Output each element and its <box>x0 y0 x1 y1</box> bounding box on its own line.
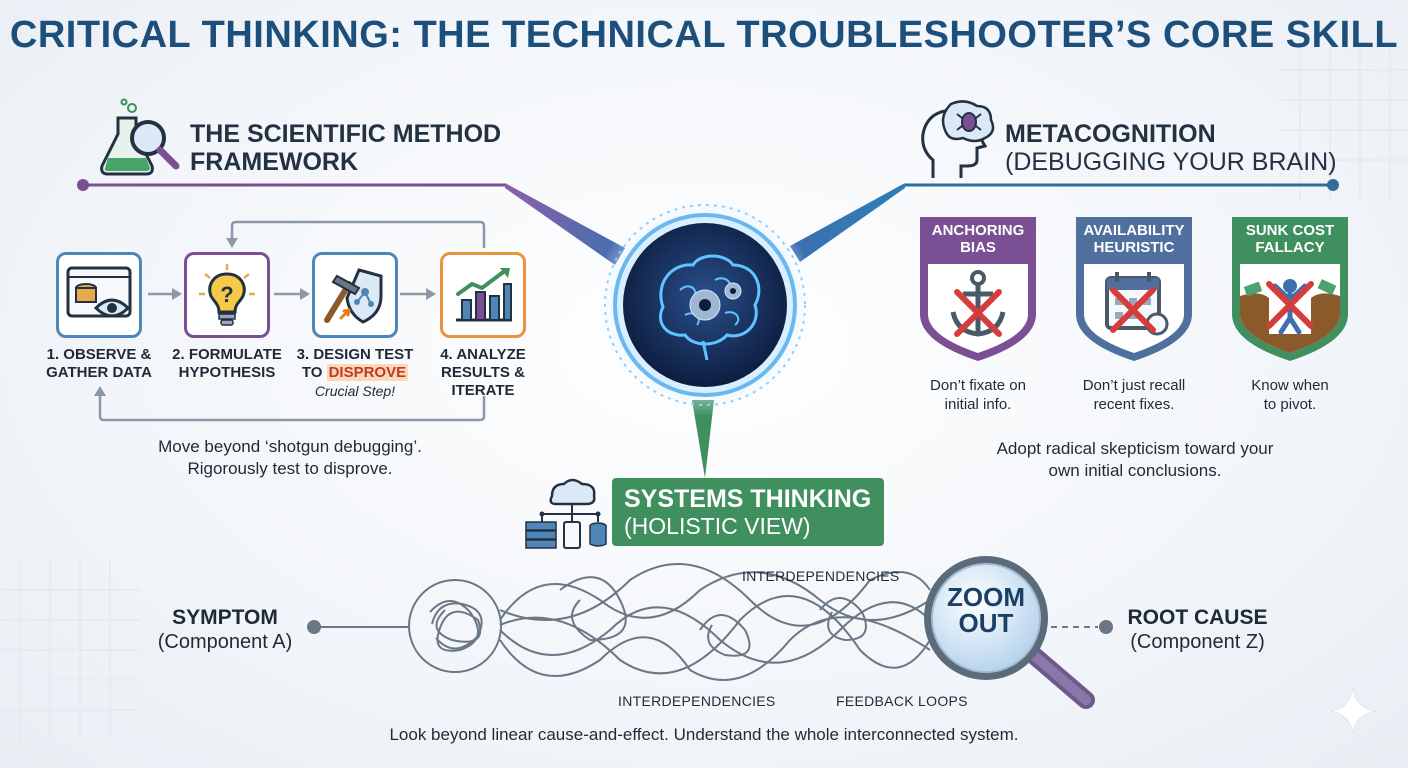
data-eye-icon <box>66 266 132 318</box>
root-cause-subtitle: (Component Z) <box>1130 631 1265 653</box>
page-title: CRITICAL THINKING: THE TECHNICAL TROUBLE… <box>9 14 1399 56</box>
systems-subtitle: (HOLISTIC VIEW) <box>624 513 811 539</box>
svg-text:?: ? <box>220 282 233 307</box>
cloud-network-icon <box>525 478 607 549</box>
disprove-highlight: DISPROVE <box>326 364 409 381</box>
scientific-title-line2: FRAMEWORK <box>190 148 359 176</box>
flask-magnifier-icon <box>100 98 180 176</box>
step-label-observe: 1. OBSERVE &GATHER DATA <box>46 346 152 381</box>
head-bug-icon <box>921 100 995 178</box>
metacognition-title: METACOGNITION <box>1005 120 1216 148</box>
step-card-design-test <box>312 252 398 338</box>
hammer-shield-icon <box>324 268 383 324</box>
crucial-step-note: Crucial Step! <box>314 383 396 399</box>
bar-chart-icon <box>456 268 512 322</box>
sparkle-icon <box>1329 687 1377 735</box>
label-interdependencies-top: INTERDEPENDENCIES <box>742 568 900 584</box>
symptom-subtitle: (Component A) <box>157 631 293 653</box>
label-interdependencies-bottom: INTERDEPENDENCIES <box>618 693 776 709</box>
systems-banner: SYSTEMS THINKING (HOLISTIC VIEW) <box>612 478 884 546</box>
symptom-title: SYMPTOM <box>172 606 278 629</box>
pit-person-crossed-icon <box>1240 279 1340 353</box>
root-cause-title: ROOT CAUSE <box>1127 606 1268 629</box>
systems-title: SYSTEMS THINKING <box>624 485 872 513</box>
step-card-hypothesis: ? <box>184 252 270 338</box>
anchor-crossed-icon <box>950 270 1006 337</box>
scientific-title-line1: THE SCIENTIFIC METHOD <box>190 120 502 148</box>
zoom-out-magnifier-icon <box>924 556 1095 709</box>
systems-caption: Look beyond linear cause-and-effect. Und… <box>389 725 1019 744</box>
label-feedback-loops: FEEDBACK LOOPS <box>836 693 968 709</box>
calendar-crossed-icon <box>1105 272 1169 336</box>
step-card-analyze <box>440 252 526 338</box>
lightbulb-question-icon: ? <box>199 264 255 326</box>
central-brain-icon <box>593 195 817 415</box>
step-card-observe <box>56 252 142 338</box>
scientific-caption: Move beyond ‘shotgun debugging’.Rigorous… <box>158 437 422 478</box>
metacognition-subtitle: (DEBUGGING YOUR BRAIN) <box>1005 148 1337 176</box>
